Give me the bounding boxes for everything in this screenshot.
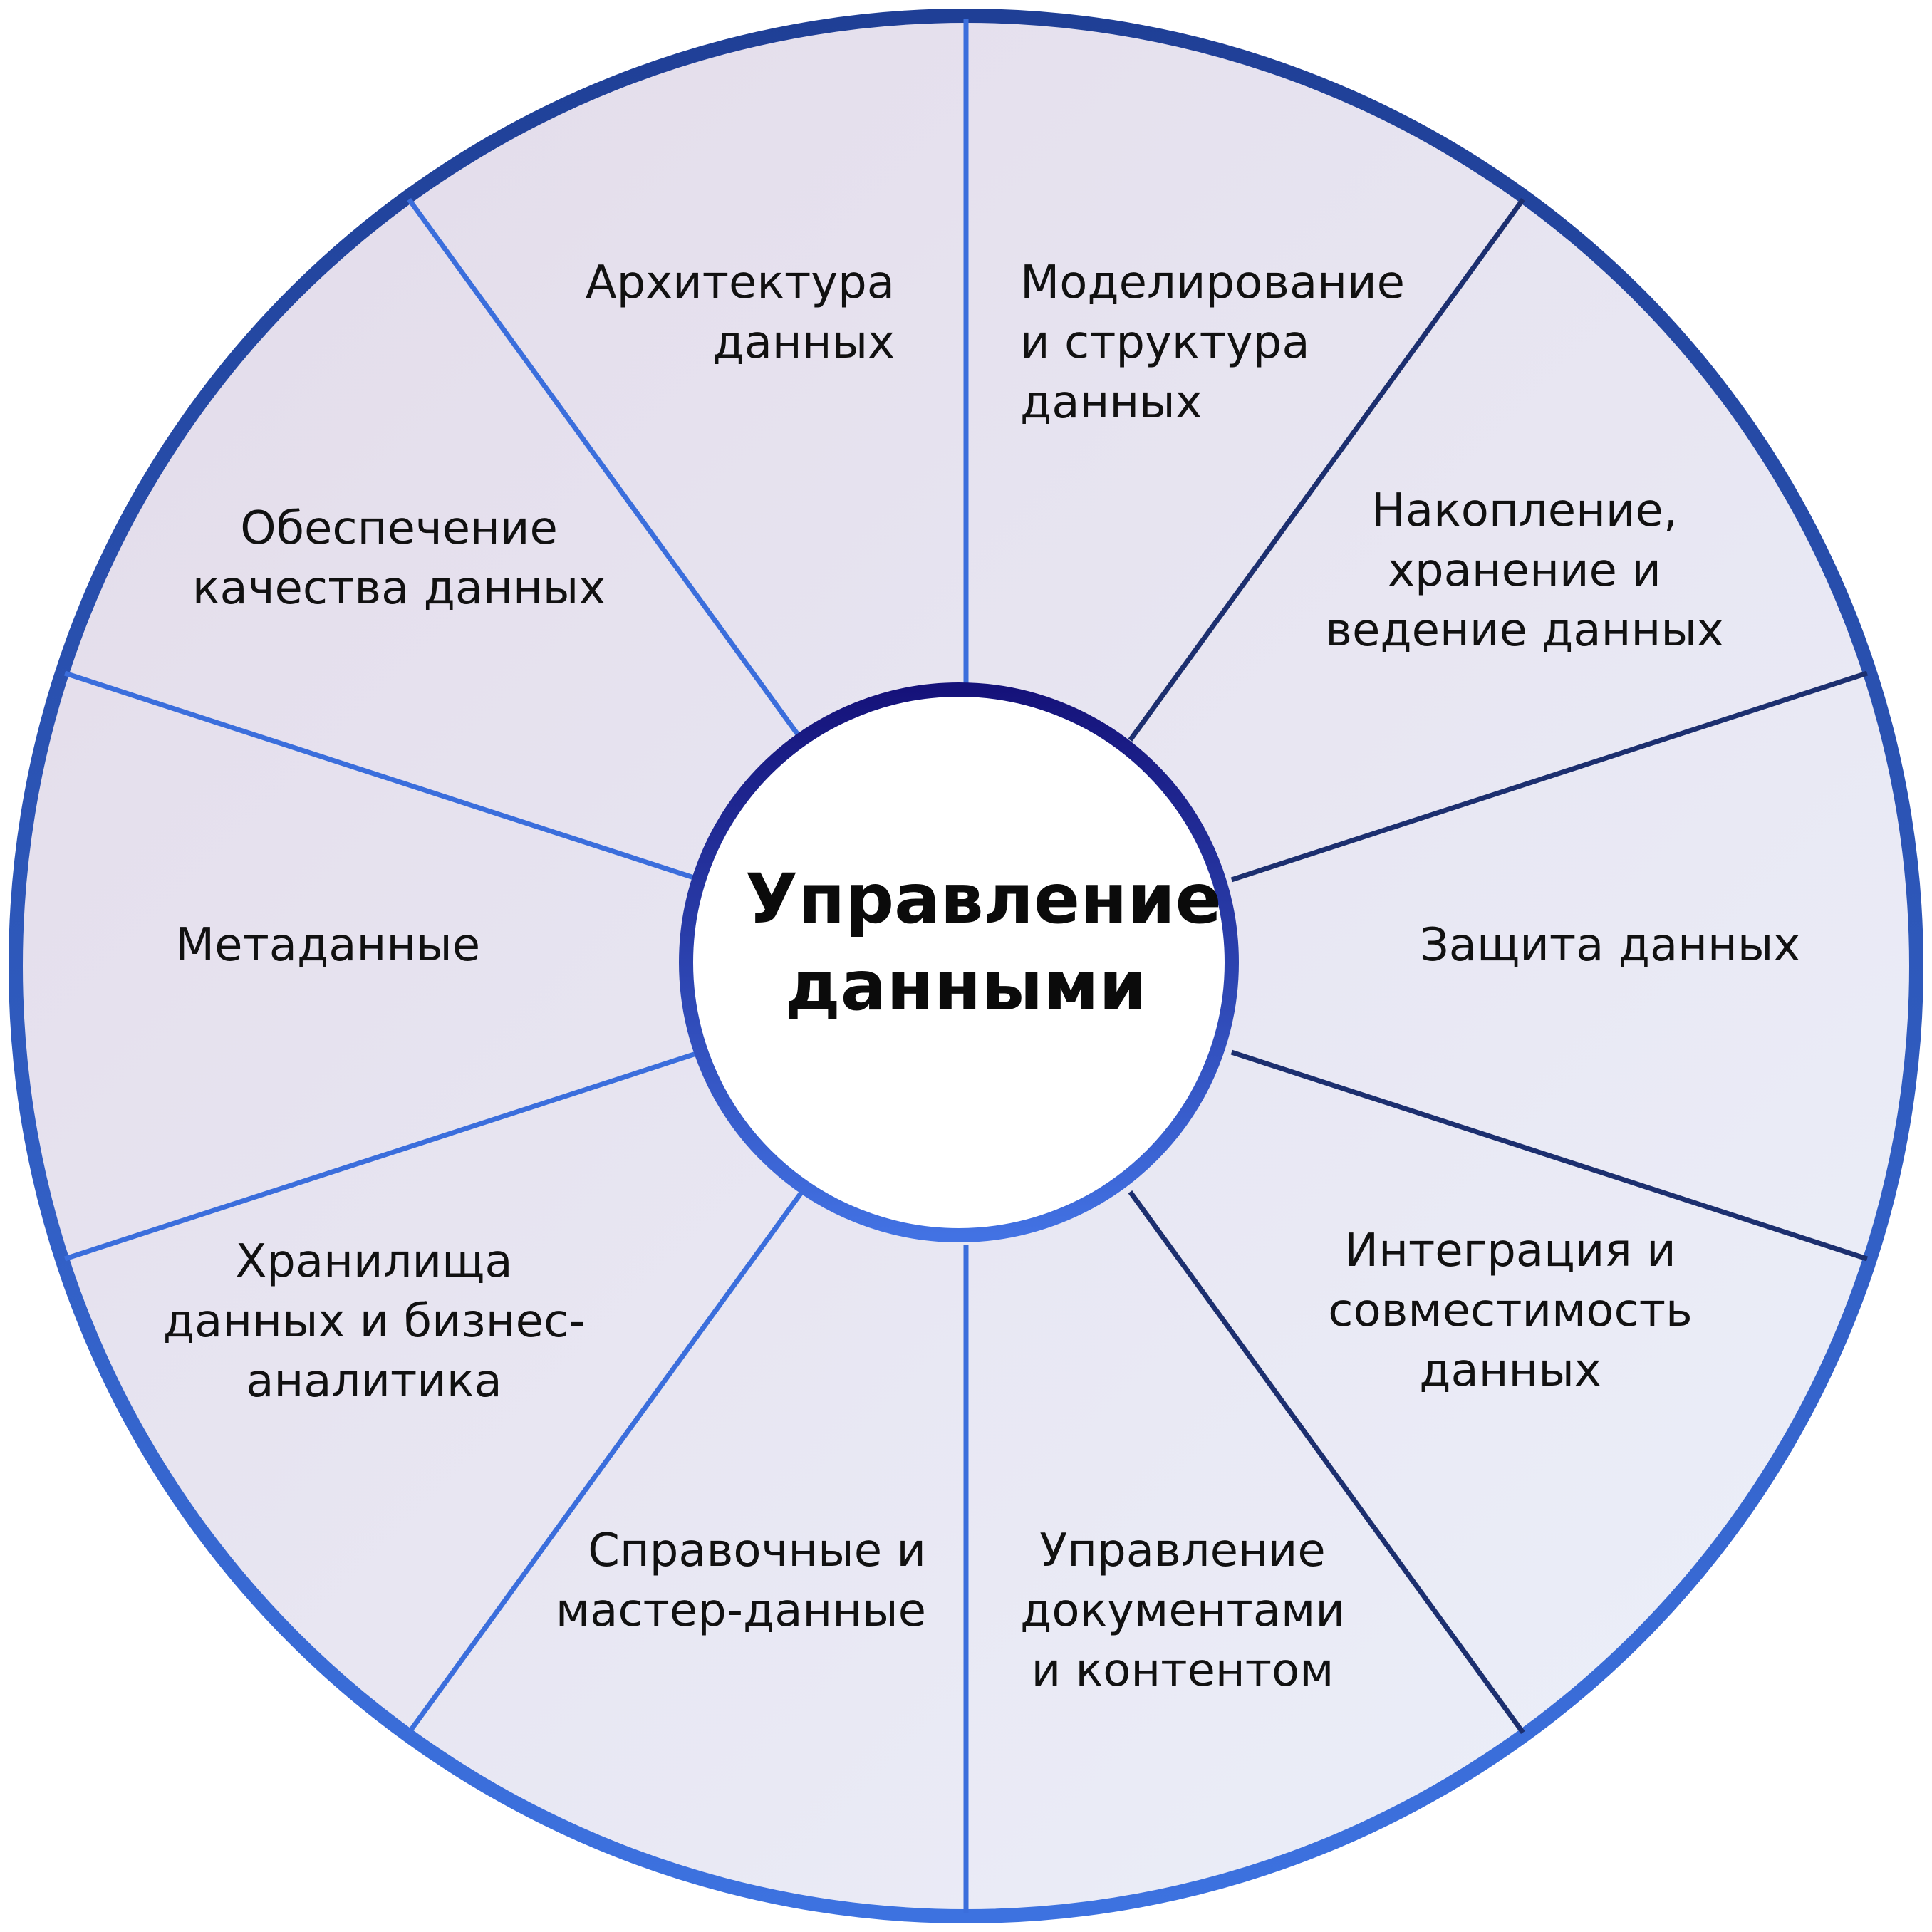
segment-storage-label: Накопление, хранение и ведение данных [1325,484,1724,657]
segment-divider [407,1190,804,1735]
segment-divider [1128,197,1525,742]
segment-architecture-label: Архитектура данных [585,256,895,369]
segment-security-label: Защита данных [1419,919,1801,972]
center-circle [679,682,1239,1242]
segment-divider [407,197,804,742]
segment-master-data-label: Справочные и мастер-данные [555,1525,926,1637]
segment-dividers [64,19,1868,1913]
segment-dwh-bi-label: Хранилища данных и бизнес- аналитика [162,1235,586,1408]
segment-divider [64,1049,702,1262]
segment-quality-label: Обеспечение качества данных [192,502,606,615]
segment-divider [1128,1190,1525,1735]
segment-documents-label: Управление документами и контентом [1020,1525,1345,1697]
segment-metadata-label: Метаданные [175,919,481,972]
center-title: Управление данными [745,859,1222,1026]
segment-integration-label: Интеграция и совместимость данных [1328,1225,1693,1397]
segment-divider [64,670,702,883]
segment-modeling-label: Моделирование и структура данных [1020,256,1406,429]
segment-divider [1230,1049,1868,1262]
segment-divider [1230,670,1868,883]
